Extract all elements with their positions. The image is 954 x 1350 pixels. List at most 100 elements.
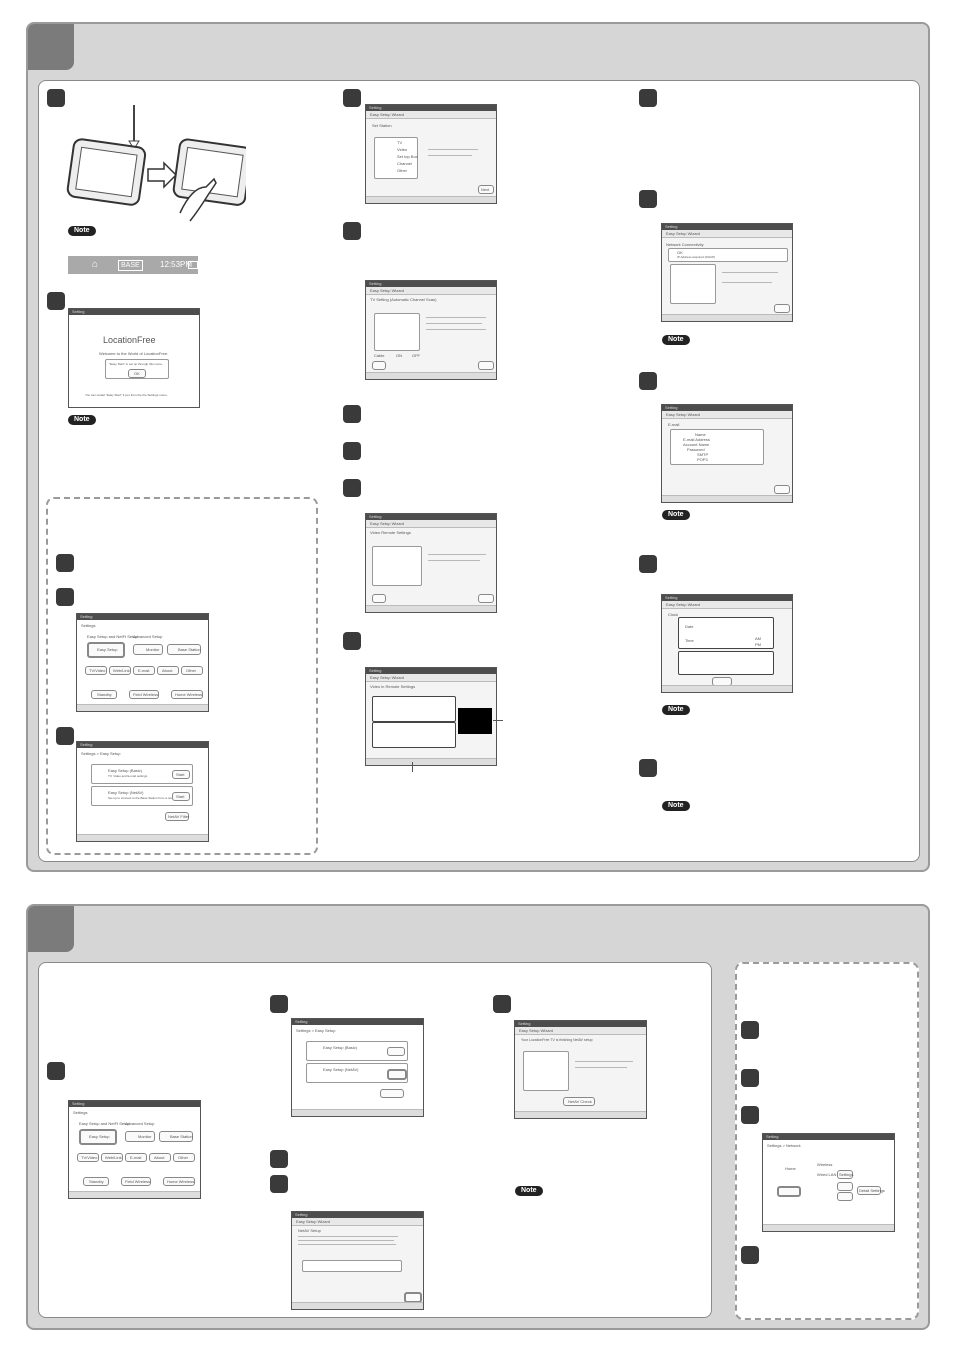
agreement-choice[interactable]	[302, 1260, 402, 1272]
menu-about[interactable]: About	[149, 1153, 171, 1162]
menu-easy-setup[interactable]: Easy Setup	[87, 642, 125, 658]
step-b-marker	[56, 588, 74, 606]
option-on[interactable]: ON	[396, 353, 402, 358]
am-option[interactable]: AM	[755, 636, 761, 641]
menu-easy-setup[interactable]: Easy Setup	[79, 1129, 117, 1145]
note-badge: Note	[68, 415, 96, 425]
menu-tv-video[interactable]: TV/Video	[77, 1153, 99, 1162]
menu-other[interactable]: Other	[173, 1153, 195, 1162]
start-button[interactable]	[387, 1047, 405, 1056]
mode-home[interactable]: Home	[785, 1166, 796, 1171]
step-a-marker	[56, 554, 74, 572]
ok-button[interactable]: OK	[128, 369, 146, 378]
advanced-group-label: Advanced Setup	[125, 1121, 155, 1126]
menu-home-wireless[interactable]: Home Wireless	[163, 1177, 195, 1186]
window-title: Setting	[77, 742, 208, 748]
field-label: E-mail Address	[683, 437, 710, 442]
pm-option[interactable]: PM	[755, 642, 761, 647]
menu-tv-video[interactable]: TV/Video	[85, 666, 107, 675]
menu-email[interactable]: E-mail	[125, 1153, 147, 1162]
option-netav[interactable]: Easy Setup (NetAV) Set up to connect to …	[91, 786, 193, 806]
menu-base-station[interactable]: Base Station	[167, 644, 201, 655]
note-badge: Note	[68, 226, 96, 236]
clock-form[interactable]: Date Time AM PM	[678, 617, 774, 649]
detail-settings-button[interactable]: Detail Settings	[857, 1186, 885, 1195]
start-button[interactable]: Start	[172, 792, 190, 801]
menu-standby[interactable]: Standby	[91, 690, 117, 699]
station-row[interactable]: Set top Box	[397, 154, 418, 159]
next-button[interactable]	[774, 304, 790, 313]
settings-button[interactable]	[837, 1182, 853, 1191]
step-4-marker	[270, 1175, 288, 1193]
menu-standby[interactable]: Standby	[83, 1177, 109, 1186]
timezone-list[interactable]	[678, 651, 774, 675]
netav-filter-button[interactable]	[380, 1089, 404, 1098]
menu-label: Web/Link	[105, 1155, 122, 1160]
network-connectivity-screen: Setting Easy Setup Wizard Network Connec…	[661, 223, 793, 322]
option-netav[interactable]: Easy Setup (NetAV)	[306, 1063, 408, 1083]
next-button[interactable]	[478, 594, 494, 603]
note-badge: Note	[662, 801, 690, 811]
menu-web-link[interactable]: Web/Link	[109, 666, 131, 675]
field-label: Password	[687, 447, 705, 452]
bottom-bar	[662, 495, 792, 502]
menu-monitor[interactable]: Monitor	[125, 1131, 155, 1142]
menu-monitor[interactable]: Monitor	[133, 644, 163, 655]
option-basic[interactable]: Easy Setup (Basic)	[306, 1041, 408, 1061]
mode-wired[interactable]: Wired LAN	[817, 1172, 837, 1177]
next-button[interactable]	[478, 361, 494, 370]
breadcrumb: Settings > Network	[767, 1143, 801, 1148]
maker-list-1[interactable]	[372, 696, 456, 722]
station-row[interactable]: Channel	[397, 161, 412, 166]
start-button[interactable]	[387, 1069, 407, 1080]
welcome-screen: Setting LocationFree Welcome to the Worl…	[68, 308, 200, 408]
next-button[interactable]	[774, 485, 790, 494]
settings-menu-screen: Setting Settings Easy Setup and NetFt Se…	[68, 1100, 201, 1199]
settings-button[interactable]	[837, 1192, 853, 1201]
wizard-title: Easy Setup Wizard	[666, 231, 701, 236]
station-list: TV Video Set top Box Channel Other	[374, 137, 418, 179]
netav-filter-button[interactable]: NetAV Filter	[165, 812, 189, 821]
note-badge: Note	[662, 510, 690, 520]
advanced-group-label: Advanced Setup	[133, 634, 163, 639]
step-11-marker	[639, 372, 657, 390]
menu-home-wireless[interactable]: Home Wireless	[171, 690, 203, 699]
breadcrumb: Settings > Easy Setup	[81, 751, 121, 756]
bottom-bar	[366, 758, 496, 765]
status-ok: OK	[677, 250, 683, 255]
menu-email[interactable]: E-mail	[133, 666, 155, 675]
settings-button[interactable]: Settings	[837, 1170, 853, 1179]
step-9-marker	[639, 89, 657, 107]
option-off[interactable]: OFF	[412, 353, 420, 358]
option-cable[interactable]: Cable	[374, 353, 385, 358]
step-2-marker	[47, 292, 65, 310]
start-button[interactable]: Start	[172, 770, 190, 779]
menu-other[interactable]: Other	[181, 666, 203, 675]
mode-select-button[interactable]	[777, 1186, 801, 1197]
menu-field-wireless[interactable]: Field Wireless	[129, 690, 159, 699]
back-button[interactable]	[372, 361, 386, 370]
maker-list-2[interactable]	[372, 722, 456, 748]
menu-base-station[interactable]: Base Station	[159, 1131, 193, 1142]
next-button[interactable]: Next	[478, 185, 494, 194]
station-row[interactable]: TV	[397, 140, 403, 145]
step-2-marker	[270, 995, 288, 1013]
menu-field-wireless[interactable]: Field Wireless	[121, 1177, 151, 1186]
screen-heading: Set Station	[372, 123, 392, 128]
start-label: Start	[176, 794, 185, 799]
back-button[interactable]	[372, 594, 386, 603]
menu-about[interactable]: About	[157, 666, 179, 675]
field-label: Account Name	[683, 442, 710, 447]
wizard-title: Easy Setup Wizard	[370, 521, 405, 526]
station-row[interactable]: Other	[397, 168, 408, 173]
menu-label: About	[162, 668, 173, 673]
mode-wireless[interactable]: Wireless	[817, 1162, 833, 1167]
menu-web-link[interactable]: Web/Link	[101, 1153, 123, 1162]
window-title: Setting	[366, 668, 496, 674]
menu-label: Monitor	[146, 647, 160, 652]
option-basic[interactable]: Easy Setup (Basic) TV, Video and E-mail …	[91, 764, 193, 784]
locationfree-logo: LocationFree	[103, 335, 156, 345]
station-row[interactable]: Video	[397, 147, 408, 152]
netav-check-button[interactable]: NetAV Check	[563, 1097, 595, 1106]
option-title: Easy Setup (Basic)	[108, 768, 143, 773]
